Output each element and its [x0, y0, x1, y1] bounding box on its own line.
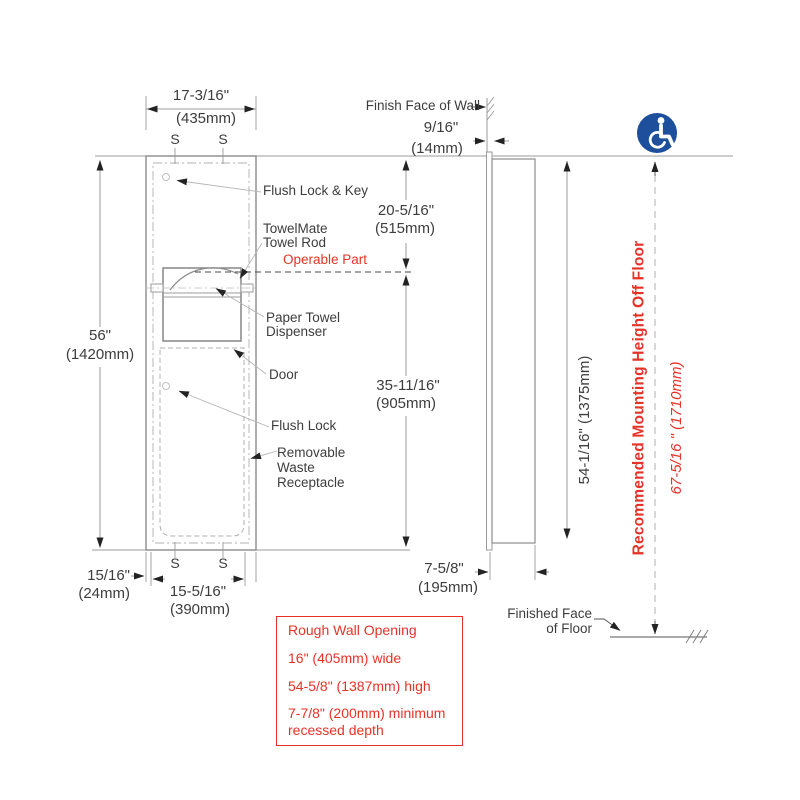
- flush-lock-label: Flush Lock: [271, 418, 337, 433]
- flush-lock-top-circle: [162, 173, 170, 181]
- flush-lock-key-label: Flush Lock & Key: [263, 183, 369, 198]
- dim-height-mm: (1420mm): [62, 346, 138, 364]
- waste-receptacle-outline: [159, 347, 245, 537]
- stud-marker: S: [170, 555, 180, 571]
- dim-body-width-in: 15-5/16": [169, 583, 227, 600]
- rough-opening-centerline-rect: [152, 162, 250, 544]
- dim-projection-in: 9/16": [423, 119, 459, 136]
- stud-marker: S: [218, 131, 228, 147]
- dim-flange-in: 15/16": [87, 567, 130, 584]
- finished-face-of-floor-label-1: Finished Face: [507, 606, 592, 621]
- side-view: [486, 96, 709, 644]
- paper-towel-label-1: Paper Towel: [266, 310, 341, 325]
- dim-top-to-operable-mm: (515mm): [374, 220, 436, 237]
- rough-wall-opening-note: [276, 616, 463, 746]
- dim-operable-to-bottom-in: 35-11/16": [376, 377, 440, 394]
- wall-hatch: [486, 96, 495, 121]
- floor-hatch: [685, 629, 709, 644]
- front-view: [145, 148, 258, 558]
- dim-depth-mm: (195mm): [417, 579, 479, 596]
- flush-lock-bottom-circle: [162, 382, 170, 390]
- flange-profile: [486, 151, 493, 551]
- note-line: 7-7/8" (200mm) minimum: [288, 705, 446, 721]
- leader-lines: [176, 103, 621, 631]
- wheelchair-accessibility-icon: [637, 113, 677, 153]
- finish-face-of-wall-label: Finish Face of Wall: [365, 98, 480, 113]
- dim-mounting-height: 67-5/16 " (1710mm): [667, 361, 685, 495]
- dim-width-in: 17-3/16": [172, 87, 230, 104]
- dim-operable-to-bottom-mm: (905mm): [375, 395, 437, 412]
- dim-width-mm: (435mm): [175, 110, 237, 127]
- removable-waste-label-1: Removable: [277, 445, 346, 460]
- stud-marker: S: [218, 555, 228, 571]
- cabinet-profile: [491, 158, 536, 544]
- finished-face-of-floor-label-2: of Floor: [546, 621, 592, 636]
- removable-waste-label-2: Waste: [277, 460, 315, 475]
- dim-flange-mm: (24mm): [78, 585, 130, 602]
- towel-rod-arc: [169, 267, 239, 291]
- dim-height-in: 56": [85, 327, 115, 345]
- dim-depth-in: 7-5/8": [424, 560, 464, 577]
- paper-towel-label-2: Dispenser: [266, 324, 327, 339]
- dimension-lines: [96, 96, 659, 635]
- towelmate-label-1: TowelMate: [263, 221, 328, 236]
- mounting-height-label: Recommended Mounting Height Off Floor: [630, 240, 648, 556]
- operable-part-label: Operable Part: [283, 252, 368, 267]
- note-line: 54-5/8" (1387mm) high: [288, 678, 431, 694]
- dim-projection-mm: (14mm): [411, 140, 463, 157]
- door-label: Door: [269, 367, 299, 382]
- dim-body-width-mm: (390mm): [169, 601, 231, 618]
- note-line: recessed depth: [288, 722, 384, 738]
- note-title: Rough Wall Opening: [288, 622, 417, 638]
- stud-marker: S: [170, 131, 180, 147]
- towelmate-label-2: Towel Rod: [263, 235, 327, 250]
- note-line: 16" (405mm) wide: [288, 650, 402, 666]
- dispenser-detail: [146, 267, 258, 342]
- dim-side-height: 54-1/16" (1375mm): [575, 355, 593, 485]
- removable-waste-label-3: Receptacle: [277, 475, 345, 490]
- dim-top-to-operable-in: 20-5/16": [377, 202, 435, 219]
